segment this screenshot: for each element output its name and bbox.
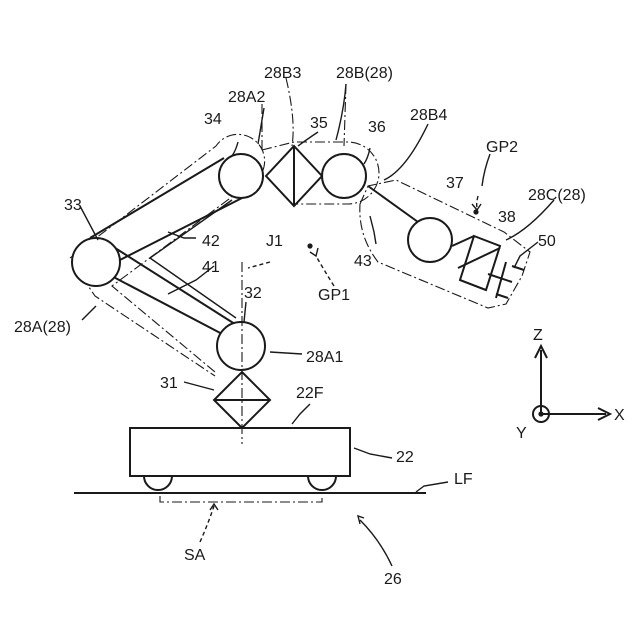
label-LF: LF	[454, 471, 473, 488]
joint-33	[72, 238, 120, 286]
joint-35	[266, 146, 322, 206]
gravity-point-GP2	[473, 209, 478, 214]
reference-labels: 28B3 28B(28) 28A2 34 35 36 28B4 GP2 37 2…	[14, 65, 625, 588]
label-31: 31	[160, 375, 178, 392]
label-GP1: GP1	[318, 287, 350, 304]
label-22: 22	[396, 449, 414, 466]
label-38: 38	[498, 209, 516, 226]
label-J1: J1	[266, 233, 283, 250]
label-28A2: 28A2	[228, 89, 265, 106]
label-42: 42	[202, 233, 220, 250]
label-34: 34	[204, 111, 222, 128]
label-GP2: GP2	[486, 139, 518, 156]
label-26: 26	[384, 571, 402, 588]
label-SA: SA	[184, 547, 206, 564]
label-43: 43	[354, 253, 372, 270]
label-35: 35	[310, 115, 328, 132]
joint-32	[217, 322, 265, 370]
label-28B4: 28B4	[410, 107, 447, 124]
label-X: X	[614, 407, 625, 424]
arm-link-43	[368, 186, 418, 222]
axis-triad	[533, 346, 610, 422]
label-28A1: 28A1	[306, 349, 343, 366]
joint-37	[408, 218, 452, 262]
label-Y: Y	[516, 425, 527, 442]
label-28B3: 28B3	[264, 65, 301, 82]
label-32: 32	[244, 285, 262, 302]
label-50: 50	[538, 233, 556, 250]
joint-36	[322, 154, 366, 198]
label-22F: 22F	[296, 385, 324, 402]
label-36: 36	[368, 119, 386, 136]
support-area-outline	[160, 496, 322, 502]
label-28C: 28C(28)	[528, 187, 586, 204]
gravity-point-GP1	[307, 243, 312, 248]
label-28A: 28A(28)	[14, 319, 71, 336]
label-Z: Z	[533, 327, 543, 344]
label-37: 37	[446, 175, 464, 192]
label-28B: 28B(28)	[336, 65, 393, 82]
joint-34	[219, 154, 263, 198]
joint-38	[452, 236, 500, 290]
cart-base-22	[130, 428, 350, 490]
label-41: 41	[202, 259, 220, 276]
label-33: 33	[64, 197, 82, 214]
